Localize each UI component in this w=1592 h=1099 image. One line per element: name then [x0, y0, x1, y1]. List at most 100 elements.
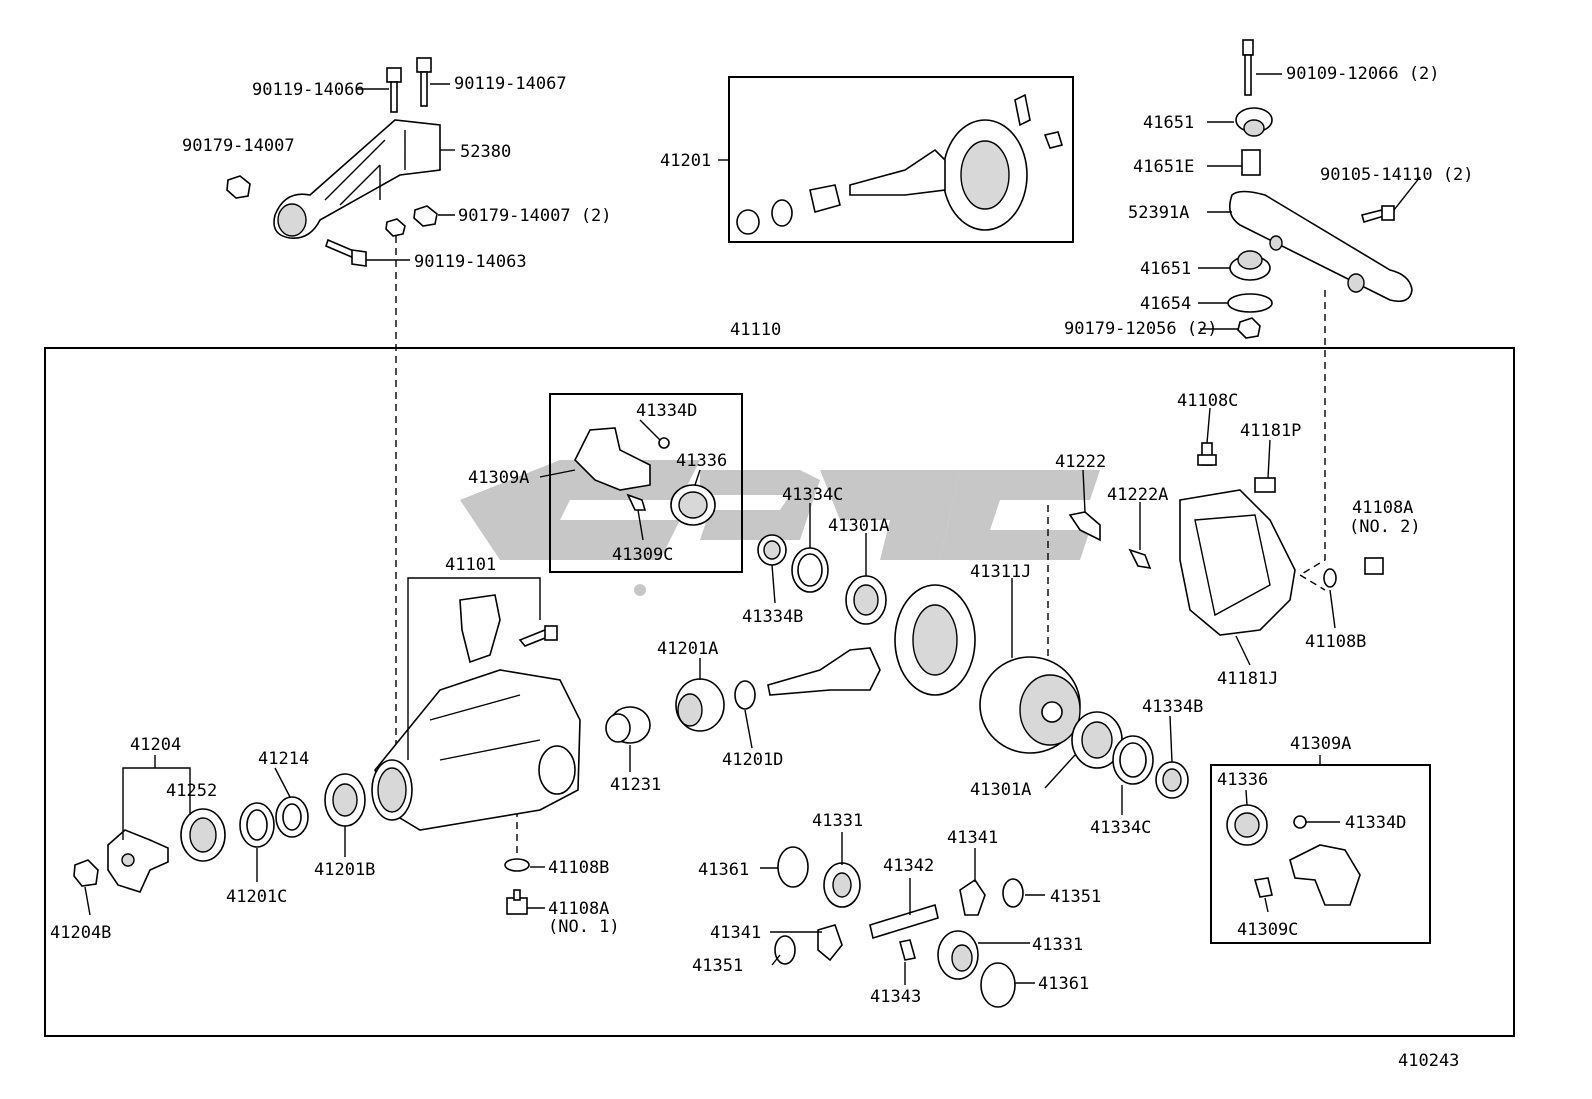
pinion-shaft-41342	[869, 903, 939, 940]
bearing-cup-41334B-right	[1155, 761, 1189, 799]
bearing-41301A-top	[845, 575, 887, 625]
washer-41654	[1227, 293, 1273, 313]
nut-41204B	[73, 859, 99, 887]
pinion-gear-41341-right	[959, 878, 986, 916]
alignment-line-right	[1299, 290, 1326, 576]
carrier-housing-41101	[371, 669, 581, 831]
plug-41108C	[1197, 442, 1217, 466]
side-gear-shaft-41309A-left	[574, 427, 716, 526]
label-41311J: 41311J	[970, 562, 1031, 582]
label-41309A-right: 41309A	[1290, 734, 1351, 754]
pin-41343	[898, 939, 917, 961]
label-41108B-right: 41108B	[1305, 632, 1366, 652]
label-90179-12056: 90179-12056 (2)	[1064, 319, 1218, 339]
label-41341-right: 41341	[947, 828, 998, 848]
shim-41334C-bottom	[1112, 735, 1154, 785]
label-41341-left: 41341	[710, 923, 761, 943]
label-41336-top: 41336	[676, 451, 727, 471]
spacer-41651E	[1241, 149, 1261, 176]
label-41343: 41343	[870, 987, 921, 1007]
label-90179-14007: 90179-14007	[182, 136, 295, 156]
bolt-41222A	[1128, 548, 1152, 570]
label-52391A: 52391A	[1128, 203, 1189, 223]
support-bracket-52380	[273, 119, 441, 239]
support-member-52391A	[1229, 190, 1413, 303]
bearing-cap	[459, 594, 501, 664]
assembly-frame	[44, 347, 1515, 1037]
thrust-washer-41361-right	[980, 962, 1016, 1008]
label-41351-right: 41351	[1050, 887, 1101, 907]
label-90105-14110: 90105-14110 (2)	[1320, 165, 1474, 185]
gasket-41108B-bottom	[504, 858, 530, 872]
ring-gear	[894, 584, 976, 696]
label-41309C-right: 41309C	[1237, 920, 1298, 940]
label-41204: 41204	[130, 735, 181, 755]
label-41101: 41101	[445, 555, 496, 575]
label-90119-14063: 90119-14063	[414, 252, 527, 272]
nut-90179-12056	[1237, 317, 1261, 339]
label-no1: (NO. 1)	[548, 917, 620, 937]
bolt-90119-14063	[325, 238, 367, 267]
label-41651E: 41651E	[1133, 157, 1194, 177]
label-41201D: 41201D	[722, 750, 783, 770]
label-41108C: 41108C	[1177, 391, 1238, 411]
seal-41252	[180, 808, 226, 862]
bracket-41101	[407, 577, 541, 760]
bracket-41204	[122, 767, 191, 840]
side-gear-shaft-41309A-right	[1226, 804, 1361, 906]
label-41654: 41654	[1140, 294, 1191, 314]
label-52380: 52380	[460, 142, 511, 162]
label-41342: 41342	[883, 856, 934, 876]
label-41110: 41110	[730, 320, 781, 340]
label-41108A-bottom: 41108A	[548, 899, 609, 919]
bolt-41181P	[1254, 477, 1276, 493]
pinion-gear-41341-left	[817, 924, 843, 962]
label-41201A: 41201A	[657, 639, 718, 659]
shim-41334C-top	[791, 547, 829, 593]
label-90179-14007-2: 90179-14007 (2)	[458, 206, 612, 226]
washer-41201D	[734, 680, 756, 710]
label-41331-top: 41331	[812, 811, 863, 831]
label-41334D-top: 41334D	[636, 401, 697, 421]
label-41222: 41222	[1055, 452, 1106, 472]
washer-41351-right	[1002, 878, 1024, 908]
label-41201B: 41201B	[314, 860, 375, 880]
label-41231: 41231	[610, 775, 661, 795]
bolt-90105-14110	[1361, 205, 1395, 223]
label-41181P: 41181P	[1240, 421, 1301, 441]
label-41334C-top: 41334C	[782, 485, 843, 505]
label-41334B-top: 41334B	[742, 607, 803, 627]
bolt-90119-14066	[386, 67, 402, 113]
thrust-washer-41361-left	[777, 846, 809, 888]
label-41334C-bottom: 41334C	[1090, 818, 1151, 838]
label-41351-left: 41351	[692, 956, 743, 976]
label-41334B-right: 41334B	[1142, 697, 1203, 717]
washer-41351-left	[774, 935, 796, 965]
label-41651-top: 41651	[1143, 113, 1194, 133]
side-gear-41331-bottom	[937, 930, 979, 980]
nut-small-center	[385, 218, 406, 237]
alignment-line-cover	[1299, 574, 1326, 591]
label-41334D-right: 41334D	[1345, 813, 1406, 833]
bearing-41201B	[324, 773, 366, 827]
gasket-41108B-right	[1323, 568, 1337, 588]
label-41201C: 41201C	[226, 887, 287, 907]
label-41108A-right: 41108A	[1352, 498, 1413, 518]
ring-pinion-gear-set-41201	[736, 93, 1064, 235]
bolt-90109-12066	[1242, 39, 1254, 96]
label-41204B: 41204B	[50, 923, 111, 943]
label-41301A-top: 41301A	[828, 516, 889, 536]
label-41301A-bottom: 41301A	[970, 780, 1031, 800]
part-labels: 90119-14066 90119-14067 90179-14007 5238…	[50, 64, 1474, 1071]
differential-case-41311J	[979, 656, 1081, 754]
label-41309A-top: 41309A	[468, 468, 529, 488]
plug-41108A-no1	[506, 889, 528, 915]
label-41651-bot: 41651	[1140, 259, 1191, 279]
diagram-id: 410243	[1398, 1051, 1459, 1071]
bolt-90119-14067	[416, 57, 432, 107]
side-gear-shaft-kit-frame-left	[549, 393, 743, 573]
label-41361-right: 41361	[1038, 974, 1089, 994]
side-gear-41331-top	[823, 862, 861, 908]
plug-41108A-no2	[1364, 557, 1384, 575]
